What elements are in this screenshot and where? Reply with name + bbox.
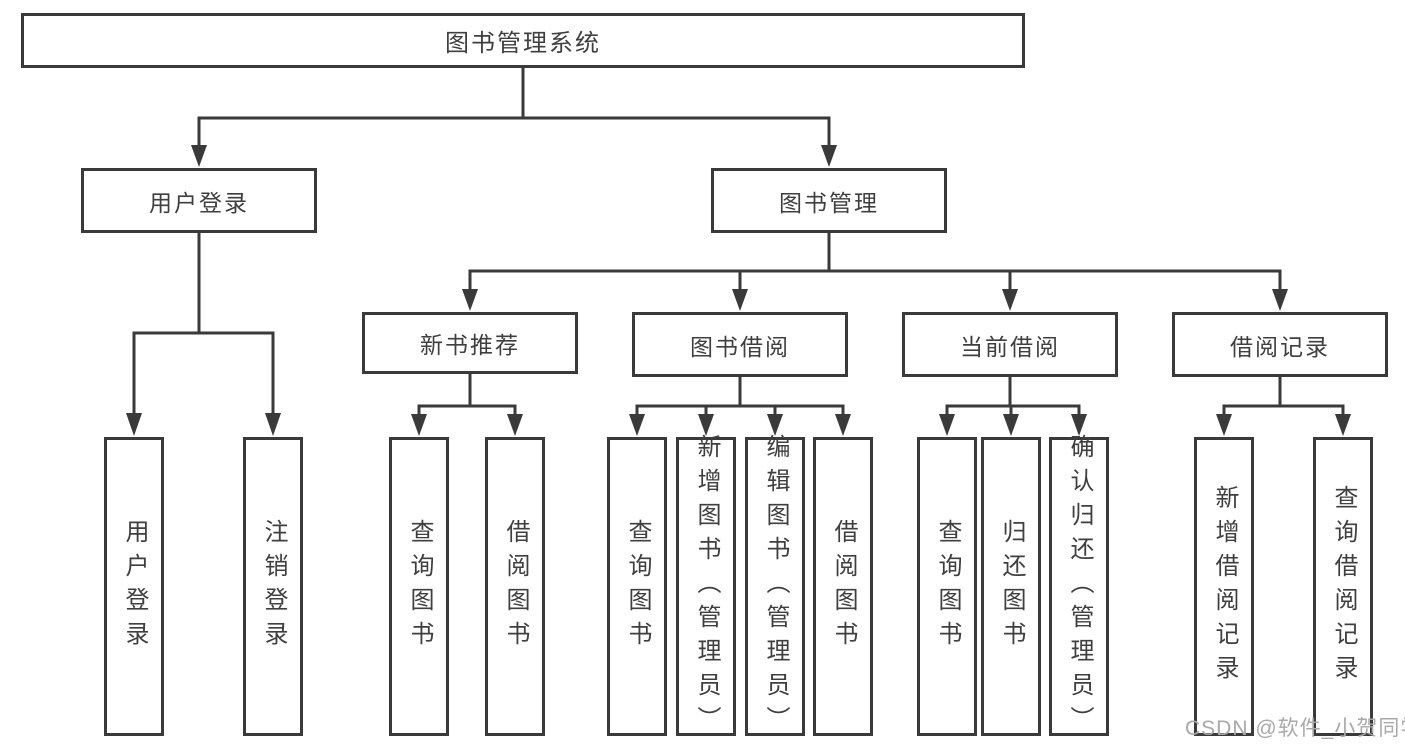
- leaf-query-books-borrow-label: 查询图书: [624, 518, 651, 655]
- node-borrow-records-label: 借阅记录: [1230, 333, 1330, 360]
- leaf-add-book-admin-label: 新增图书（管理员）: [693, 433, 720, 740]
- node-book-management: 图书管理: [711, 168, 947, 233]
- leaf-borrow-books-borrow-label: 借阅图书: [830, 518, 857, 655]
- leaf-query-books-current: 查询图书: [917, 437, 977, 736]
- node-current-borrow: 当前借阅: [902, 312, 1118, 377]
- node-borrow-records: 借阅记录: [1172, 312, 1388, 377]
- leaf-confirm-return-admin: 确认归还（管理员）: [1049, 434, 1109, 740]
- leaf-query-books-borrow: 查询图书: [607, 437, 667, 736]
- leaf-borrow-books-borrow: 借阅图书: [813, 437, 873, 736]
- leaf-user-login-label: 用户登录: [121, 518, 148, 655]
- node-book-borrow-label: 图书借阅: [690, 333, 790, 360]
- node-user-login: 用户登录: [81, 168, 317, 233]
- leaf-query-books-recommend: 查询图书: [389, 437, 449, 736]
- leaf-logout: 注销登录: [243, 437, 303, 736]
- leaf-add-borrow-record: 新增借阅记录: [1194, 437, 1254, 736]
- leaf-user-login: 用户登录: [104, 437, 164, 736]
- node-root: 图书管理系统: [21, 13, 1025, 68]
- leaf-return-book: 归还图书: [981, 437, 1041, 736]
- leaf-return-book-label: 归还图书: [998, 518, 1025, 655]
- node-user-login-label: 用户登录: [149, 189, 249, 216]
- node-root-label: 图书管理系统: [445, 30, 601, 57]
- node-book-management-label: 图书管理: [779, 189, 879, 216]
- leaf-logout-label: 注销登录: [260, 518, 287, 655]
- node-book-borrow: 图书借阅: [632, 312, 848, 377]
- leaf-edit-book-admin: 编辑图书（管理员）: [745, 434, 805, 740]
- csdn-watermark: CSDN @软件_小贺同学: [1185, 717, 1405, 740]
- leaf-add-book-admin: 新增图书（管理员）: [676, 434, 736, 740]
- node-current-borrow-label: 当前借阅: [960, 333, 1060, 360]
- leaf-confirm-return-admin-label: 确认归还（管理员）: [1066, 433, 1093, 740]
- leaf-query-books-recommend-label: 查询图书: [406, 518, 433, 655]
- leaf-query-borrow-record-label: 查询借阅记录: [1330, 484, 1357, 689]
- leaf-add-borrow-record-label: 新增借阅记录: [1211, 484, 1238, 689]
- leaf-borrow-books-recommend-label: 借阅图书: [502, 518, 529, 655]
- leaf-edit-book-admin-label: 编辑图书（管理员）: [762, 433, 789, 740]
- node-new-book-recommend-label: 新书推荐: [420, 332, 520, 358]
- node-new-book-recommend: 新书推荐: [362, 312, 578, 374]
- leaf-borrow-books-recommend: 借阅图书: [485, 437, 545, 736]
- leaf-query-borrow-record: 查询借阅记录: [1313, 437, 1373, 736]
- leaf-query-books-current-label: 查询图书: [934, 518, 961, 655]
